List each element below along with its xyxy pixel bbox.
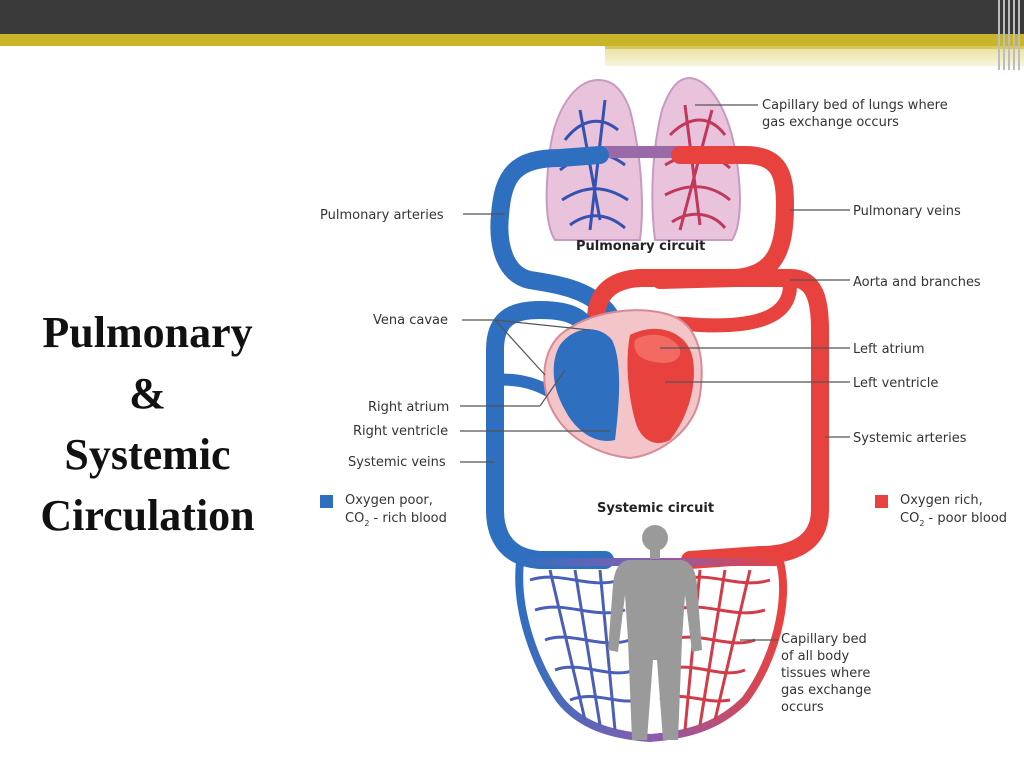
label-left-ventricle: Left ventricle [853,376,938,391]
aorta-vessel [586,269,829,569]
legend-oxygen-rich-swatch [875,495,888,508]
label-systemic-veins: Systemic veins [348,455,446,470]
title-line-4: Circulation [40,491,255,540]
slide-top-bar [0,0,1024,34]
label-left-atrium: Left atrium [853,342,925,357]
label-capillary-lungs-2: gas exchange occurs [762,115,899,130]
leader-lines [460,104,850,641]
label-capillary-body-2: of all body [781,649,849,664]
slide-gold-bar-line [605,46,1024,49]
legend-oxygen-poor-line-1: Oxygen poor, [345,493,433,508]
legend-oxygen-poor-line-2: CO2 - rich blood [345,511,447,528]
label-capillary-body-5: occurs [781,700,824,715]
left-atrium-shape [634,334,681,363]
label-capillary-body-4: gas exchange [781,683,871,698]
legend-oxygen-poor-swatch [320,495,333,508]
heart [543,309,703,460]
slide-gold-bar-accent [605,46,1024,66]
title-line-2: & [129,369,166,418]
title-line-1: Pulmonary [42,308,253,357]
body-capillary-bed [515,558,788,743]
label-pulmonary-arteries: Pulmonary arteries [320,208,444,223]
slide-title: Pulmonary & Systemic Circulation [10,302,285,546]
title-line-3: Systemic [64,430,231,479]
label-pulmonary-circuit: Pulmonary circuit [576,239,705,254]
label-aorta: Aorta and branches [853,275,981,290]
label-systemic-circuit: Systemic circuit [597,501,714,516]
slide-gold-bar [0,34,1024,46]
pulmonary-artery-vessel [490,146,624,334]
human-silhouette [608,525,702,740]
legend-oxygen-rich-line-1: Oxygen rich, [900,493,983,508]
label-capillary-body-3: tissues where [781,666,870,681]
label-right-atrium: Right atrium [368,400,449,415]
slide-corner-stripes [994,0,1024,70]
label-pulmonary-veins: Pulmonary veins [853,204,961,219]
label-right-ventricle: Right ventricle [353,424,448,439]
label-capillary-body-1: Capillary bed [781,632,867,647]
right-heart [553,329,620,441]
label-vena-cavae: Vena cavae [373,313,448,328]
label-capillary-lungs-1: Capillary bed of lungs where [762,98,948,113]
legend-oxygen-rich-line-2: CO2 - poor blood [900,511,1007,528]
label-systemic-arteries: Systemic arteries [853,431,967,446]
